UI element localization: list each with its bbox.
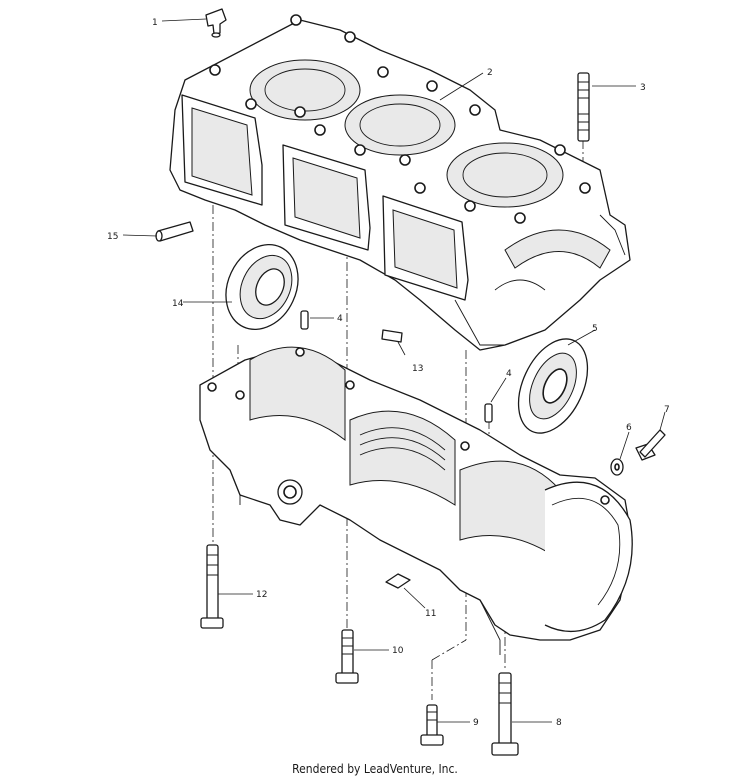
callout-14: 14 — [172, 299, 184, 309]
upper-crankcase — [169, 14, 631, 351]
callout-labels: 1 2 3 4 4 5 6 7 8 9 10 11 12 13 14 15 — [107, 18, 670, 728]
callout-11: 11 — [425, 609, 436, 619]
callout-2: 2 — [487, 68, 493, 78]
part-1-elbow-fitting — [205, 8, 227, 38]
lower-crankcase — [199, 346, 633, 655]
callout-7: 7 — [664, 405, 670, 415]
callout-6: 6 — [626, 423, 632, 433]
part-6-washer — [610, 458, 624, 476]
callout-9: 9 — [473, 718, 479, 728]
callout-15: 15 — [107, 232, 118, 242]
part-9-bolt — [420, 704, 444, 746]
part-14-seal — [225, 243, 299, 331]
callout-8: 8 — [556, 718, 562, 728]
part-8-bolt — [491, 672, 519, 756]
part-11-stud — [385, 573, 411, 589]
part-7-bolt — [635, 429, 666, 461]
part-13-dowel — [381, 329, 403, 343]
part-12-bolt — [200, 544, 224, 629]
part-10-bolt — [335, 629, 359, 684]
callout-12: 12 — [256, 590, 267, 600]
callout-10: 10 — [392, 646, 404, 656]
callout-3: 3 — [640, 83, 646, 93]
part-15-nipple — [155, 221, 194, 242]
callout-4: 4 — [506, 369, 512, 379]
render-credit: Rendered by LeadVenture, Inc. — [292, 762, 458, 776]
callout-4: 4 — [337, 314, 343, 324]
part-3-stud — [577, 72, 590, 142]
callout-13: 13 — [412, 364, 423, 374]
callout-1: 1 — [152, 18, 158, 28]
leader-lines — [122, 18, 666, 723]
part-4-dowel-pin — [300, 310, 493, 423]
callout-5: 5 — [592, 324, 598, 334]
part-5-seal — [517, 338, 589, 434]
